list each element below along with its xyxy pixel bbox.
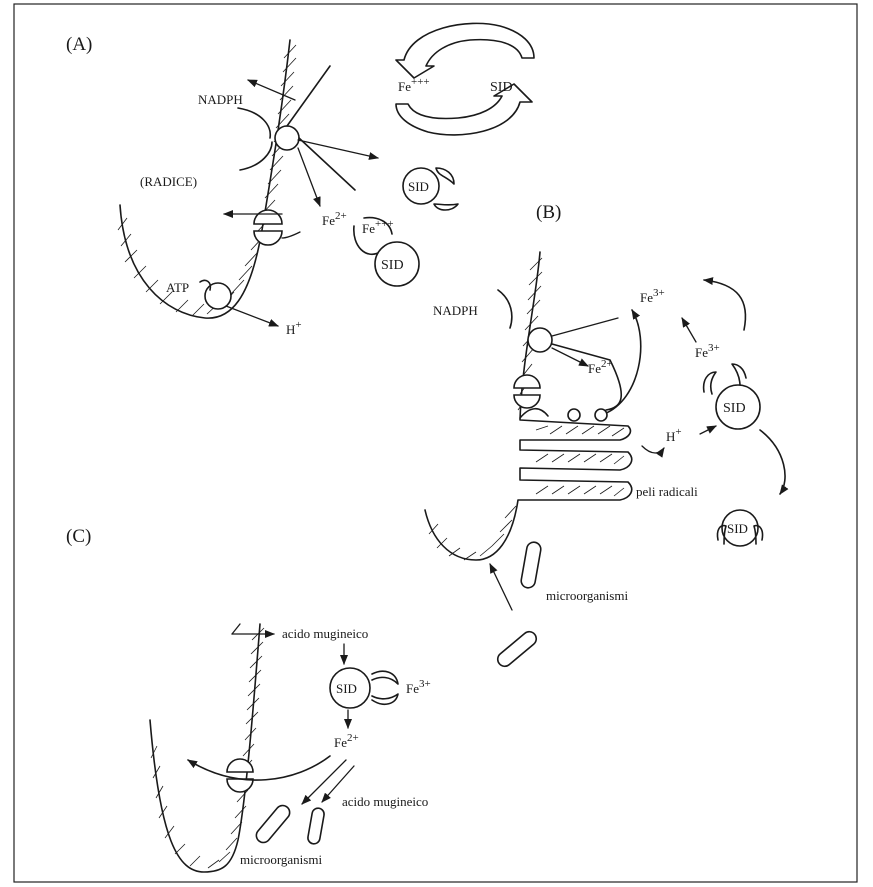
radice-arc-a xyxy=(240,142,272,170)
transporter-tail-a xyxy=(282,232,300,238)
nadph-label-a: NADPH xyxy=(198,92,243,107)
svg-text:SID: SID xyxy=(408,179,429,194)
microorganismi-label-b: microorganismi xyxy=(546,588,628,603)
proton-arrow-b xyxy=(700,426,716,434)
fe-uptake-curve-c xyxy=(188,756,330,780)
nadph-arc-b xyxy=(498,290,512,328)
proton-label-b: H+ xyxy=(666,426,682,444)
microorganism-b-1 xyxy=(520,541,542,589)
reductase-circle-a xyxy=(275,126,299,150)
svg-text:Fe3+: Fe3+ xyxy=(695,342,720,360)
svg-text:Fe3+: Fe3+ xyxy=(640,287,665,305)
membrane-bead-1 xyxy=(568,409,580,421)
microorganism-b-2 xyxy=(495,629,539,669)
svg-text:Fe2+: Fe2+ xyxy=(588,358,613,376)
fe-ppp-label-cycle: Fe+++ xyxy=(398,76,430,94)
atp-label: ATP xyxy=(166,280,189,295)
reductase-v-a xyxy=(287,66,355,190)
proton-label-a: H+ xyxy=(286,319,302,337)
microorganism-c-1 xyxy=(253,803,292,846)
proton-curve-b xyxy=(642,446,664,453)
proton-arrow-a xyxy=(226,306,278,326)
reductase-circle-b xyxy=(528,328,552,352)
siderophore-free-a: SID xyxy=(403,168,458,210)
fe3-up-arrow-b xyxy=(682,318,696,342)
peli-radicali-label: peli radicali xyxy=(636,484,698,499)
siderophore-free-b: SID xyxy=(717,510,762,546)
microbe-arrow-b xyxy=(490,564,512,610)
atp-pump-a xyxy=(205,283,231,309)
svg-text:SID: SID xyxy=(723,401,746,416)
fe2-label-b: Fe2+ xyxy=(588,358,613,376)
svg-text:H+: H+ xyxy=(286,319,302,337)
svg-text:Fe2+: Fe2+ xyxy=(322,210,347,228)
radice-label: (RADICE) xyxy=(140,174,197,189)
transporter-c xyxy=(227,759,253,792)
fe3-label-b-mid: Fe3+ xyxy=(695,342,720,360)
fe2-arrow-b xyxy=(552,348,588,366)
root-membrane-c xyxy=(150,624,260,872)
svg-text:Fe+++: Fe+++ xyxy=(362,218,394,236)
fe2-arrow-a xyxy=(298,148,320,206)
acido-mugineico-label-bottom: acido mugineico xyxy=(342,794,428,809)
svg-text:Fe+++: Fe+++ xyxy=(398,76,430,94)
siderophore-complex-b: SID xyxy=(704,364,760,429)
fe3-label-c: Fe3+ xyxy=(406,678,431,696)
cycle-arrow-top xyxy=(396,23,534,78)
nadph-arc-a xyxy=(238,108,270,138)
sid-label-cycle: SID xyxy=(490,80,513,95)
reductase-line-b xyxy=(552,318,618,336)
svg-text:Fe2+: Fe2+ xyxy=(334,732,359,750)
figure-frame xyxy=(14,4,857,882)
acido-mugineico-label-top: acido mugineico xyxy=(282,626,368,641)
svg-text:H+: H+ xyxy=(666,426,682,444)
svg-text:Fe3+: Fe3+ xyxy=(406,678,431,696)
fe3-label-b-top: Fe3+ xyxy=(640,287,665,305)
microorganismi-label-c: microorganismi xyxy=(240,852,322,867)
mugineic-efflux-tick xyxy=(232,624,240,634)
fe2-label-c: Fe2+ xyxy=(334,732,359,750)
svg-text:SID: SID xyxy=(727,521,748,536)
transporter-a xyxy=(254,210,282,245)
siderophore-complex-a: SID Fe+++ xyxy=(354,218,419,286)
nadph-label-b: NADPH xyxy=(433,303,478,318)
sid-release-curve-b xyxy=(760,430,785,494)
panel-label-a: (A) xyxy=(66,34,92,55)
fe2-label-a: Fe2+ xyxy=(322,210,347,228)
siderophore-complex-c: SID xyxy=(330,668,398,708)
panel-label-c: (C) xyxy=(66,526,91,547)
membrane-bead-2 xyxy=(595,409,607,421)
svg-text:SID: SID xyxy=(336,681,357,696)
panel-label-b: (B) xyxy=(536,202,561,223)
fe3-loop-arrow-b xyxy=(704,280,745,330)
transporter-b xyxy=(514,375,540,408)
efflux-arrow-a xyxy=(248,80,295,100)
microorganism-c-2 xyxy=(307,807,325,845)
svg-text:SID: SID xyxy=(381,258,404,273)
